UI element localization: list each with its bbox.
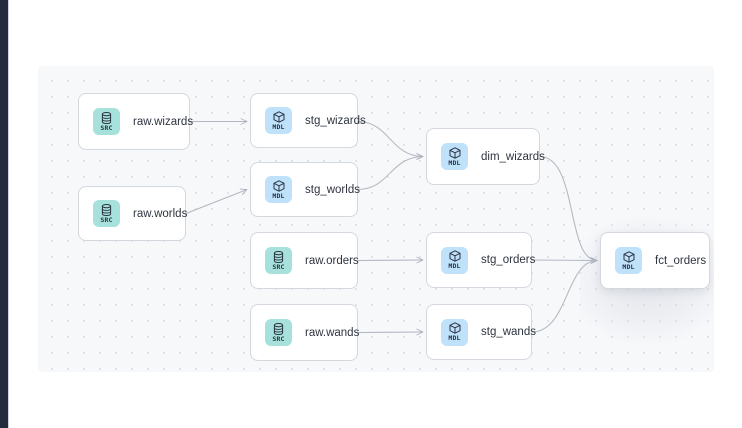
graph-node-raw_wizards[interactable]: SRC raw.wizards: [78, 93, 194, 150]
node-kind-tag: MDL: [272, 191, 285, 200]
edge-raw-worlds-stg-worlds: [185, 190, 247, 214]
node-label: raw.worlds: [133, 207, 188, 220]
edge-stg-wands-fct-orders: [531, 261, 597, 333]
node-label: stg_worlds: [305, 183, 360, 196]
graph-node-stg_wizards[interactable]: MDL stg_wizards: [250, 93, 366, 148]
cube-icon: MDL: [441, 246, 468, 274]
edge-stg-orders-fct-orders: [531, 260, 597, 261]
node-label: stg_wands: [481, 326, 536, 338]
edge-stg-wizards-dim-wizards: [357, 120, 423, 157]
node-label: stg_wizards: [305, 114, 366, 127]
edge-raw-orders-stg-orders: [357, 260, 423, 261]
graph-node-raw_worlds[interactable]: SRC raw.worlds: [78, 186, 188, 241]
graph-node-fct_orders[interactable]: MDL fct_orders: [600, 232, 710, 289]
cube-icon: MDL: [265, 107, 292, 134]
node-label: raw.wands: [305, 326, 360, 339]
graph-node-raw_wands[interactable]: SRC raw.wands: [250, 304, 360, 361]
sidebar-divider: [8, 0, 9, 428]
cube-icon: MDL: [441, 318, 468, 346]
cube-icon: MDL: [441, 143, 468, 170]
edge-layer: [185, 66, 714, 372]
graph-node-stg_orders[interactable]: MDL stg_orders: [426, 232, 536, 288]
node-label: fct_orders: [655, 254, 707, 267]
node-label: raw.wizards: [133, 115, 194, 128]
node-label: dim_wizards: [481, 150, 545, 163]
left-sidebar-rail: [0, 0, 8, 428]
node-kind-tag: MDL: [272, 122, 285, 131]
node-kind-tag: SRC: [272, 262, 285, 271]
node-label: raw.orders: [305, 254, 359, 267]
graph-node-stg_wands[interactable]: MDL stg_wands: [426, 304, 536, 360]
graph-node-raw_orders[interactable]: SRC raw.orders: [250, 232, 359, 289]
cube-icon: MDL: [265, 176, 292, 203]
node-kind-tag: MDL: [448, 334, 461, 342]
graph-node-stg_worlds[interactable]: MDL stg_worlds: [250, 162, 360, 217]
edge-stg-worlds-dim-wizards: [357, 157, 423, 191]
node-kind-tag: MDL: [622, 262, 635, 271]
node-label: stg_orders: [481, 254, 536, 266]
edge-raw-wands-stg-wands: [357, 332, 423, 333]
database-icon: SRC: [265, 247, 292, 274]
edge-dim-wizards-fct-orders: [539, 155, 597, 261]
node-kind-tag: MDL: [448, 158, 461, 167]
node-kind-tag: SRC: [100, 215, 113, 224]
node-kind-tag: MDL: [448, 262, 461, 270]
database-icon: SRC: [265, 319, 292, 346]
graph-node-dim_wizards[interactable]: MDL dim_wizards: [426, 128, 545, 185]
database-icon: SRC: [93, 108, 120, 135]
cube-icon: MDL: [615, 247, 642, 274]
database-icon: SRC: [93, 200, 120, 227]
node-kind-tag: SRC: [272, 334, 285, 343]
node-kind-tag: SRC: [100, 123, 113, 132]
